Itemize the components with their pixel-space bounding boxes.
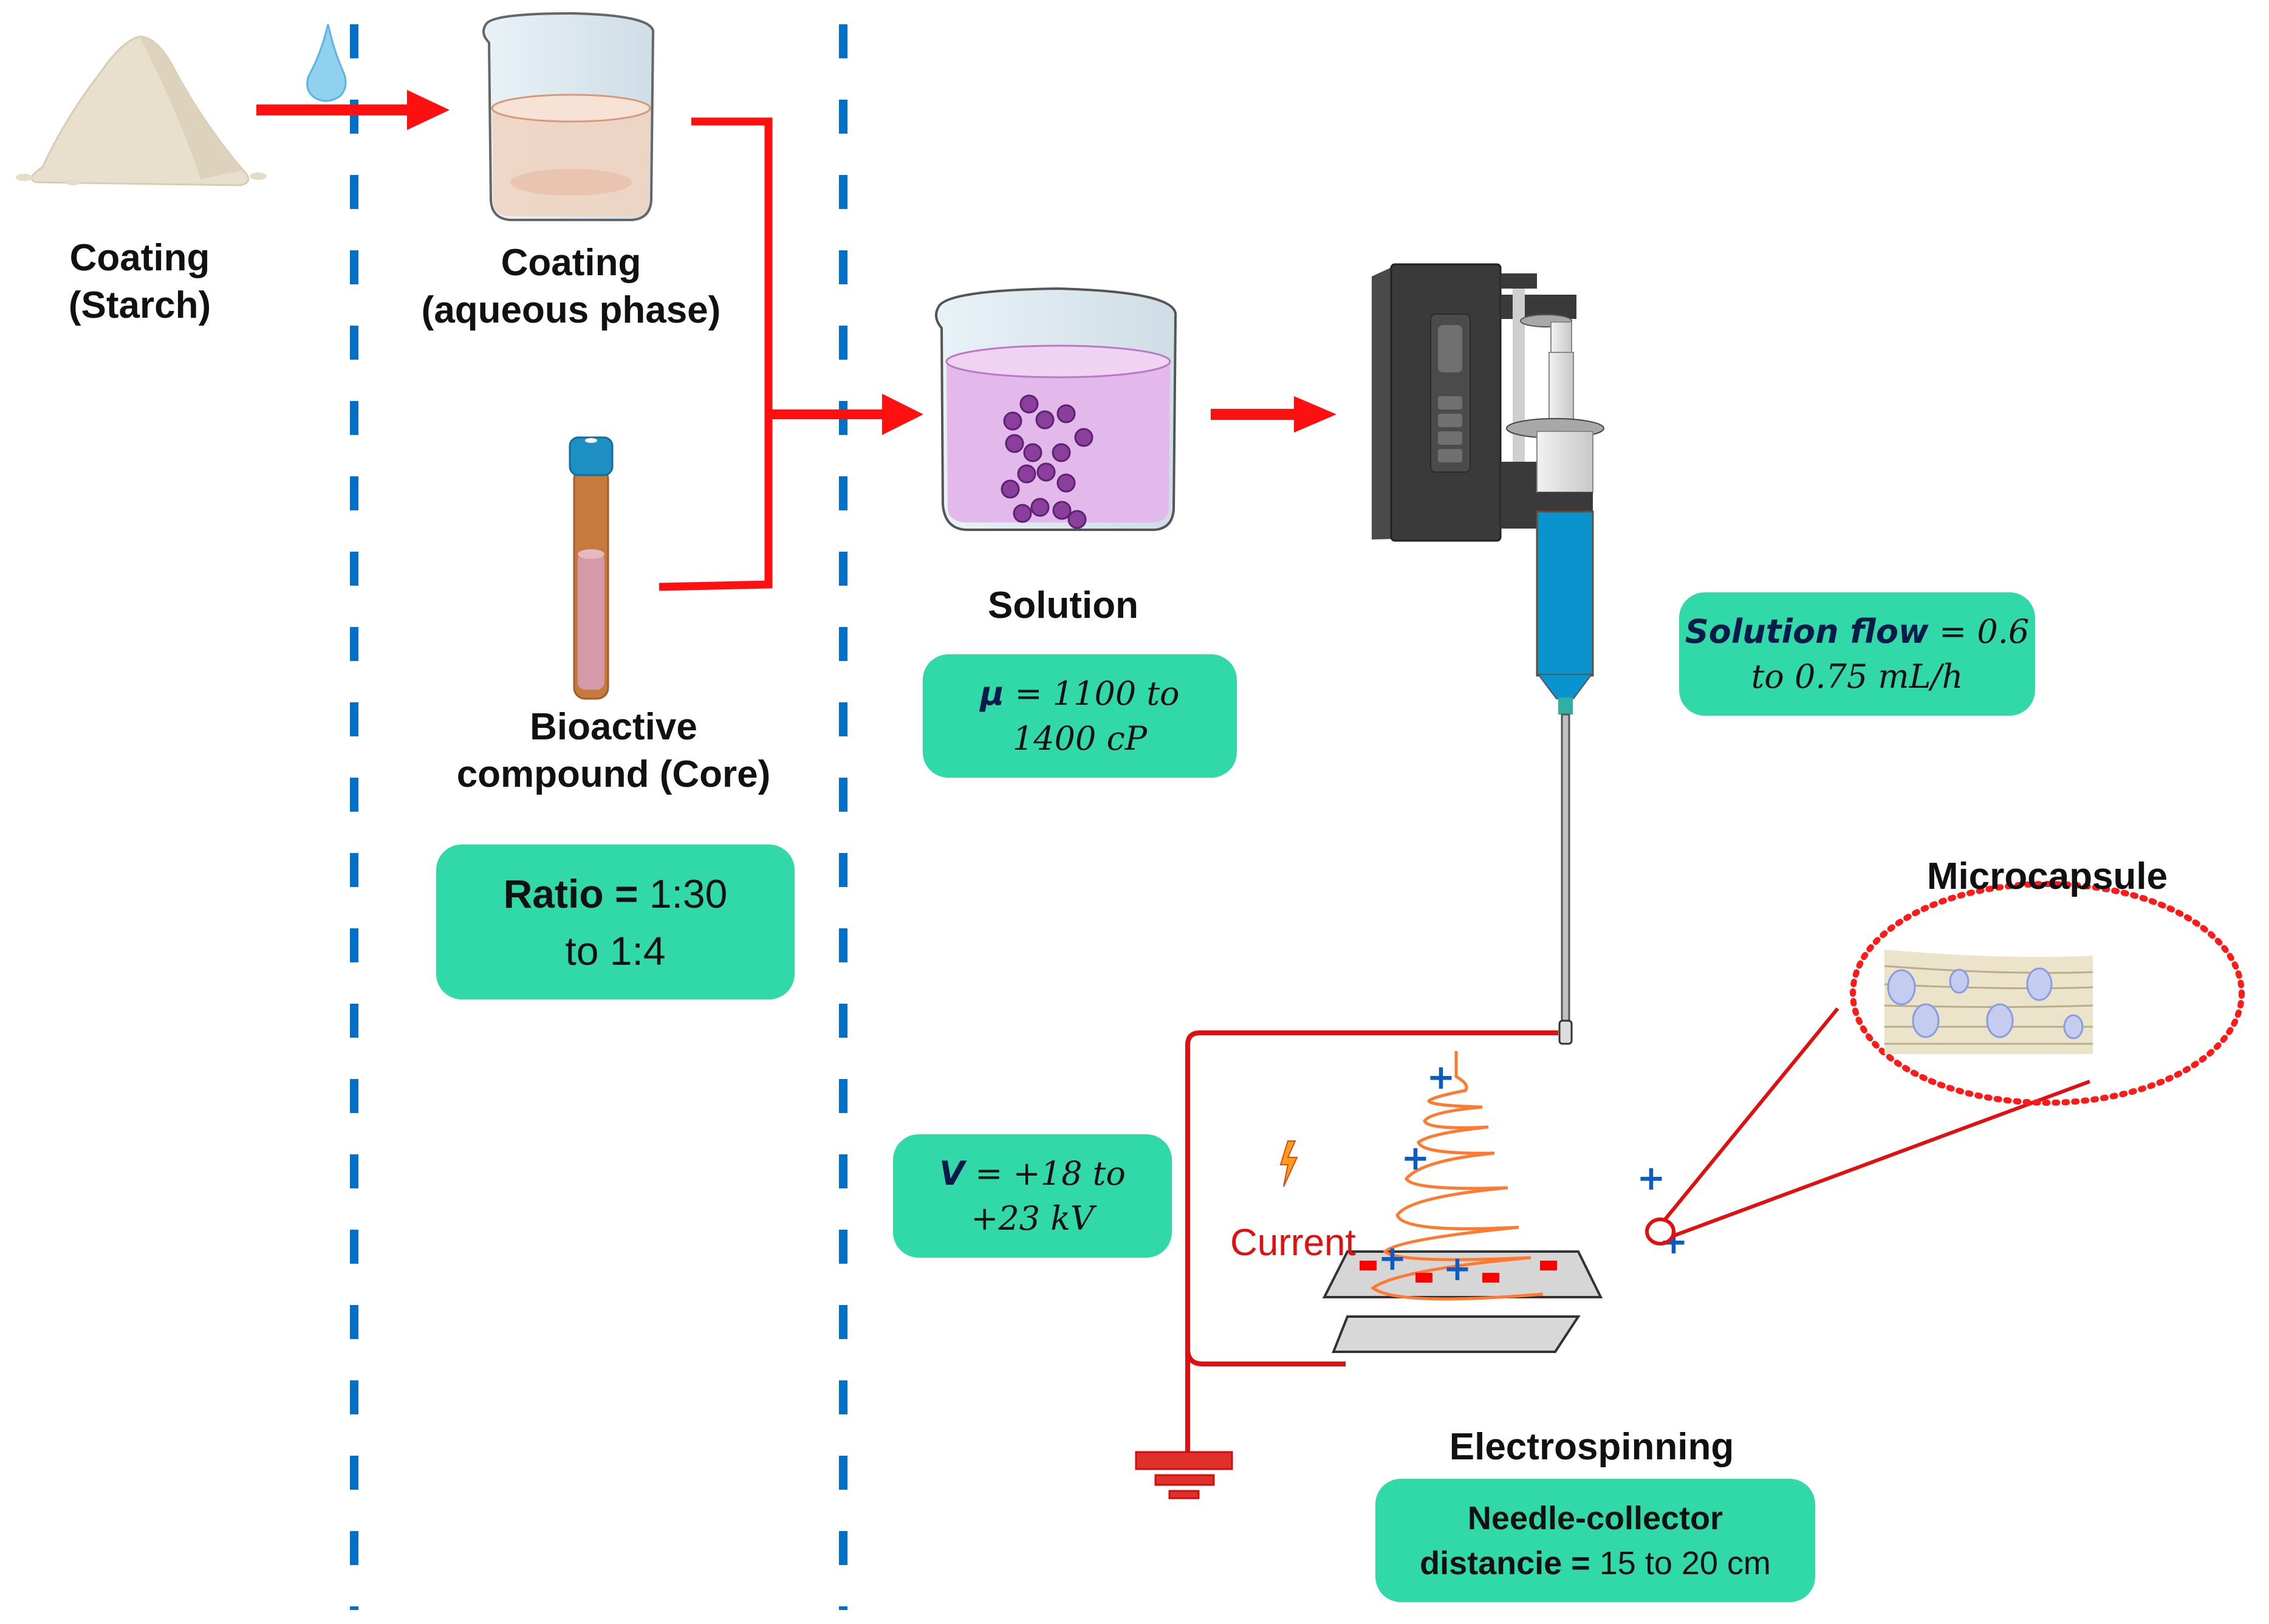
needle-collector-distance-box: Needle-collector distancie = 15 to 20 cm bbox=[1375, 1479, 1815, 1602]
negative-charge-mark bbox=[1482, 1273, 1499, 1283]
flow-rate-end-value: to 0.75 mL/h bbox=[1751, 657, 1963, 696]
voltage-parameter-box: V = +18 to +23 kV bbox=[893, 1134, 1172, 1258]
distance-label-line2: distancie = bbox=[1420, 1544, 1590, 1581]
microcapsule-callout bbox=[1645, 881, 2245, 1245]
mixing-connector-lines bbox=[659, 117, 923, 591]
flow-rate-parameter-box: Solution flow = 0.6 to 0.75 mL/h bbox=[1679, 592, 2035, 716]
ratio-parameter-box: Ratio = 1:30 to 1:4 bbox=[436, 845, 795, 999]
arrow-starch-to-aqueous bbox=[256, 90, 450, 130]
solution-label: Solution bbox=[988, 584, 1138, 626]
aqueous-beaker-icon bbox=[482, 12, 655, 221]
positive-charge-mark: + bbox=[1637, 1159, 1666, 1198]
flow-rate-label: Solution flow bbox=[1685, 612, 1929, 651]
core-compound-label: Bioactive compound (Core) bbox=[456, 706, 771, 795]
ratio-label: Ratio = bbox=[503, 871, 638, 916]
viscosity-symbol: μ bbox=[980, 674, 1005, 713]
solution-beaker-icon bbox=[935, 287, 1177, 531]
voltage-symbol: V bbox=[939, 1154, 965, 1193]
negative-charge-mark bbox=[1360, 1261, 1377, 1270]
starch-pile-icon bbox=[16, 35, 267, 187]
ratio-end-value: to 1:4 bbox=[565, 928, 666, 973]
positive-charge-mark: + bbox=[1378, 1239, 1407, 1278]
microcapsule-label: Microcapsule bbox=[1926, 855, 2168, 897]
viscosity-end-value: 1400 cP bbox=[1012, 719, 1148, 758]
water-drop-icon bbox=[306, 24, 347, 102]
negative-charge-mark bbox=[1415, 1273, 1432, 1283]
ground-symbol-icon bbox=[1135, 1451, 1233, 1499]
syringe-pump-icon bbox=[1372, 263, 1604, 1045]
starch-label: Coating (Starch) bbox=[68, 237, 211, 326]
viscosity-start-value: = 1100 to bbox=[1015, 674, 1180, 713]
voltage-end-value: +23 kV bbox=[971, 1199, 1094, 1238]
distance-value: 15 to 20 cm bbox=[1599, 1544, 1771, 1581]
electrospinning-label: Electrospinning bbox=[1449, 1426, 1734, 1468]
positive-charge-mark: + bbox=[1401, 1139, 1430, 1178]
polymer-jet-spiral bbox=[1370, 1051, 1544, 1301]
viscosity-parameter-box: μ = 1100 to 1400 cP bbox=[923, 654, 1237, 778]
ratio-start-value: 1:30 bbox=[649, 871, 728, 916]
positive-charge-mark: + bbox=[1443, 1249, 1472, 1289]
collector-plate-icon bbox=[1322, 1250, 1603, 1353]
voltage-start-value: = +18 to bbox=[975, 1154, 1126, 1193]
current-label: Current bbox=[1230, 1222, 1356, 1264]
aqueous-phase-label: Coating (aqueous phase) bbox=[421, 242, 721, 331]
lightning-bolt-icon bbox=[1279, 1140, 1298, 1187]
core-vial-icon bbox=[569, 436, 614, 700]
negative-charge-mark bbox=[1540, 1261, 1557, 1270]
microcapsule-particles bbox=[1887, 967, 2084, 1040]
flow-rate-start-value: = 0.6 bbox=[1939, 612, 2030, 651]
positive-charge-mark: + bbox=[1427, 1058, 1456, 1097]
suspended-particles bbox=[1001, 394, 1093, 529]
electrical-wiring bbox=[1185, 1030, 1558, 1455]
arrow-solution-to-pump bbox=[1211, 396, 1336, 433]
negative-charges bbox=[1360, 1261, 1557, 1283]
distance-label-line1: Needle-collector bbox=[1467, 1499, 1723, 1537]
